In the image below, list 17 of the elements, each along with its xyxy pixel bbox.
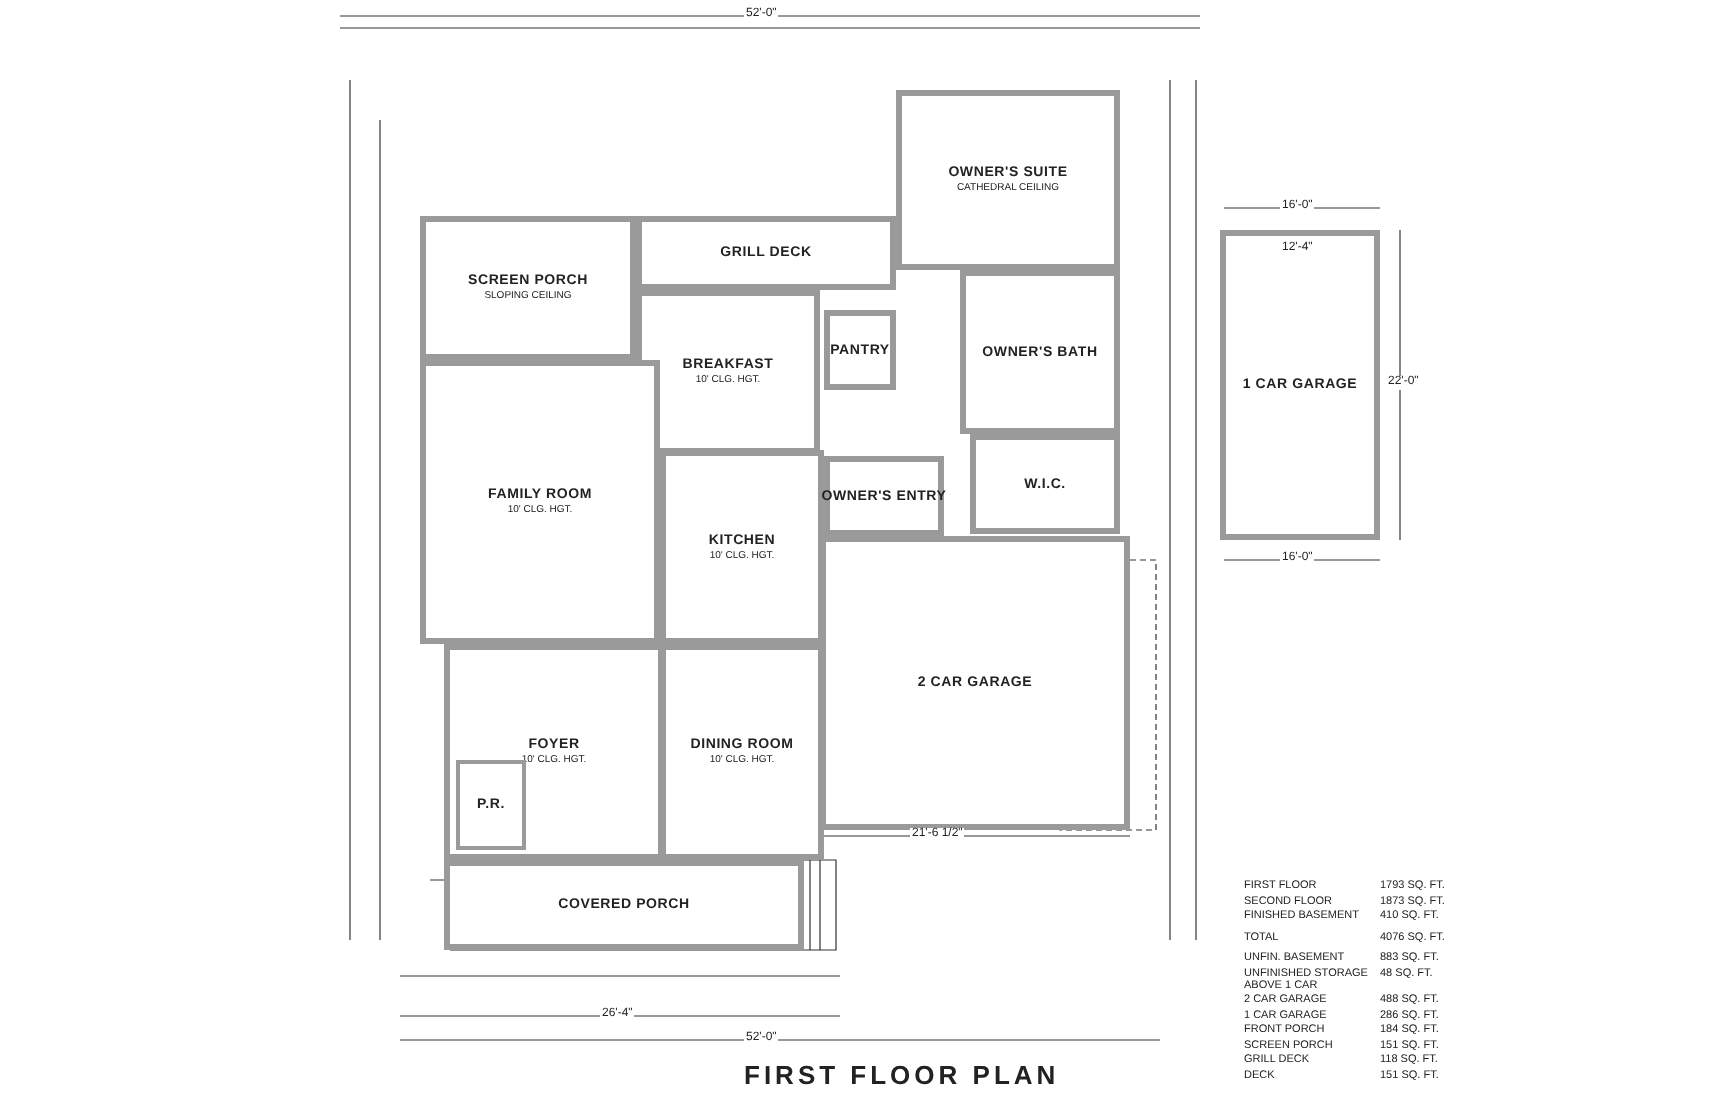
room-outline bbox=[660, 644, 824, 860]
room-outline bbox=[824, 456, 944, 536]
room-outline bbox=[820, 536, 1130, 830]
room-outline bbox=[960, 270, 1120, 434]
room-outline bbox=[1220, 230, 1380, 540]
room-outline bbox=[660, 450, 824, 644]
room-outline bbox=[456, 760, 526, 850]
room-outline bbox=[420, 360, 660, 644]
room-outline bbox=[444, 644, 664, 860]
plan-title: FIRST FLOOR PLAN bbox=[744, 1060, 1060, 1090]
room-outline bbox=[824, 310, 896, 390]
room-outline bbox=[896, 90, 1120, 270]
room-outline bbox=[444, 860, 804, 950]
room-outline bbox=[636, 216, 896, 290]
room-outline bbox=[970, 434, 1120, 534]
room-outline bbox=[636, 290, 820, 454]
room-outline bbox=[420, 216, 636, 360]
